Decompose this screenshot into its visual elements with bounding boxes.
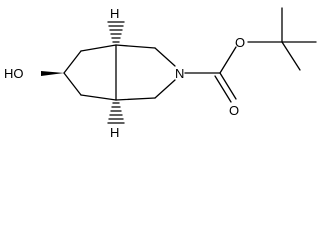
hashed-bond-c3a-h xyxy=(107,21,125,43)
stereo-h-bottom-label: H xyxy=(110,125,119,140)
bond-carbonyl-ester-o xyxy=(219,46,237,74)
bond-c6-c5 xyxy=(63,72,82,96)
stereo-h-top-label: H xyxy=(110,6,119,21)
bond-c6a-c6 xyxy=(80,94,117,101)
bond-n-c1 xyxy=(154,79,176,99)
bond-c3a-c3 xyxy=(115,44,156,49)
bond-c4-c3a xyxy=(80,44,117,52)
bond-carbonyl-double-1 xyxy=(219,72,237,100)
carbonyl-oxygen-label: O xyxy=(229,103,239,118)
bond-c3-n xyxy=(154,47,176,67)
molecule-drawing: HO H H N O O xyxy=(4,6,317,140)
bond-c1-c6a xyxy=(115,97,156,101)
hydroxyl-label: HO xyxy=(4,66,24,81)
hashed-bond-c6a-h xyxy=(107,102,125,124)
ester-oxygen-label: O xyxy=(235,35,245,50)
bond-carbonyl-double-2 xyxy=(214,75,232,103)
structure-canvas: HO H H N O O xyxy=(4,6,317,140)
bond-tbu-me3 xyxy=(281,41,301,71)
wedge-bond-c5-oh xyxy=(41,71,64,76)
nitrogen-label: N xyxy=(175,66,184,81)
bond-c5-c4 xyxy=(63,50,82,74)
